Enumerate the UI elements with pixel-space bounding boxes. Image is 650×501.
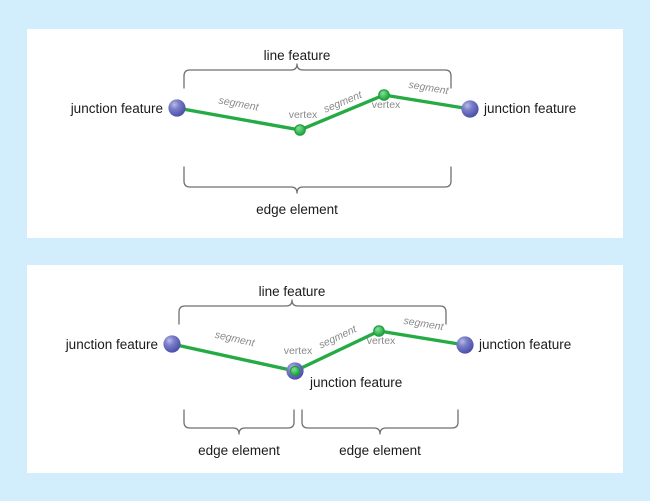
network-line-top <box>175 93 472 132</box>
brace-edge-element-bottom-2 <box>301 409 459 435</box>
label-edge-element-bottom-1: edge element <box>198 443 280 458</box>
vertex-marker-bottom-1 <box>289 365 301 377</box>
label-edge-element-top: edge element <box>256 202 338 217</box>
label-segment-bottom-2: segment <box>317 323 359 352</box>
label-line-feature-bottom: line feature <box>259 284 326 299</box>
label-segment-bottom-3: segment <box>403 315 446 334</box>
label-junction-feature-bottom-middle: junction feature <box>309 375 402 390</box>
label-junction-feature-top-left: junction feature <box>70 101 163 116</box>
label-edge-element-bottom-2: edge element <box>339 443 421 458</box>
label-vertex-bottom-2: vertex <box>367 335 396 347</box>
vertex-marker-bottom-2 <box>373 325 385 337</box>
junction-marker-top-left <box>168 99 186 117</box>
label-junction-feature-top-right: junction feature <box>483 101 576 116</box>
vertex-marker-top-1 <box>294 124 306 136</box>
label-line-feature-top: line feature <box>264 48 331 63</box>
junction-marker-bottom-right <box>456 336 474 354</box>
label-junction-feature-bottom-right: junction feature <box>478 337 571 352</box>
junction-marker-bottom-left <box>163 335 181 353</box>
label-vertex-top-1: vertex <box>289 109 318 121</box>
label-vertex-bottom-1: vertex <box>284 345 313 357</box>
brace-edge-element-bottom-1 <box>183 409 295 435</box>
label-vertex-top-2: vertex <box>372 99 401 111</box>
diagram-panel-top: line feature segment segment segment ver… <box>27 29 623 238</box>
diagram-panel-bottom: line feature segment segment segment ver… <box>27 265 623 473</box>
junction-marker-top-right <box>461 100 479 118</box>
label-segment-bottom-1: segment <box>214 329 257 350</box>
label-segment-top-1: segment <box>218 95 261 114</box>
brace-line-feature-top <box>183 63 452 89</box>
network-line-bottom <box>170 329 467 373</box>
brace-line-feature-bottom <box>178 299 447 325</box>
vertex-marker-top-2 <box>378 89 390 101</box>
label-segment-top-3: segment <box>408 79 451 98</box>
junction-marker-bottom-middle <box>286 362 304 380</box>
label-junction-feature-bottom-left: junction feature <box>65 337 158 352</box>
brace-edge-element-top <box>183 166 452 194</box>
